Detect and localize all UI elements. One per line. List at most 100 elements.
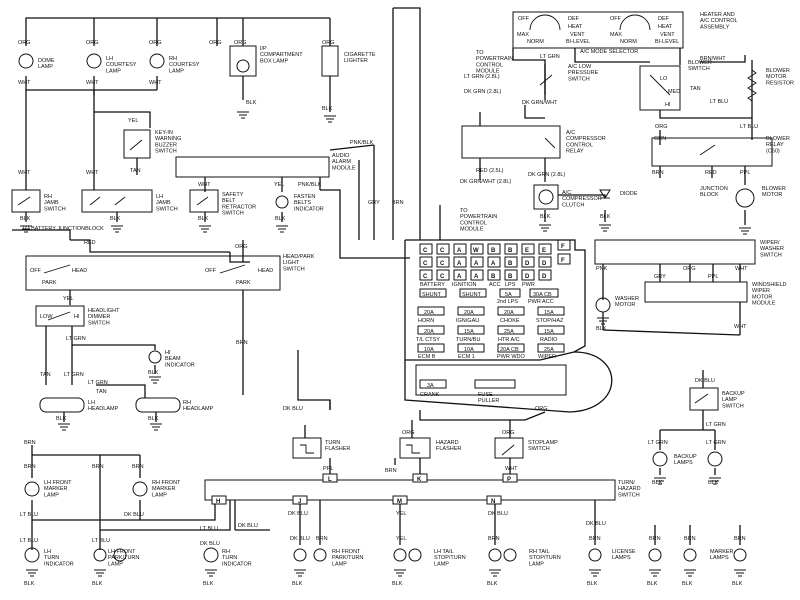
wire-blk-ip: BLK bbox=[246, 100, 257, 106]
wire-blk-rh-hl: BLK bbox=[148, 416, 159, 422]
rh-tail-lamp-a-icon bbox=[488, 548, 502, 562]
fuse-label-acc: ACC bbox=[489, 282, 501, 288]
fuse-11-amp: 25A bbox=[544, 347, 554, 353]
rh-headlamp-body bbox=[135, 397, 181, 413]
fuse-6-name: HTR A/C bbox=[498, 337, 520, 343]
cell-c-6: C bbox=[440, 274, 445, 280]
wire-tan-1: TAN bbox=[40, 372, 51, 378]
turn-hazard-switch-box bbox=[204, 479, 616, 501]
wire-wht-1: WHT bbox=[18, 80, 31, 86]
wire-org-4: ORG bbox=[209, 40, 222, 46]
wire-org-12: ORG bbox=[683, 266, 696, 272]
fuse-1-amp: 20A bbox=[464, 310, 474, 316]
fuse-5-amp: 15A bbox=[464, 329, 474, 335]
pos-def-1: DEF bbox=[568, 16, 580, 22]
wire-org-3: ORG bbox=[149, 40, 162, 46]
wire-blk-b10: BLK bbox=[732, 581, 743, 587]
wire-dk-blu-1: DK BLU bbox=[283, 406, 303, 412]
shunt-2: SHUNT bbox=[462, 292, 482, 298]
wire-brn-5: BRN bbox=[24, 464, 36, 470]
cell-f-2: F bbox=[561, 258, 565, 264]
wire-brn-12: BRN bbox=[684, 536, 696, 542]
cell-f-1: F bbox=[561, 244, 565, 250]
cell-e-1: E bbox=[525, 248, 529, 254]
wire-dk-grn-28: DK GRN (2.8L) bbox=[464, 89, 501, 95]
wire-blk-hi-beam: BLK bbox=[148, 370, 159, 376]
wire-blk-b8: BLK bbox=[647, 581, 658, 587]
wire-brn-11: BRN bbox=[649, 536, 661, 542]
wire-wht-2: WHT bbox=[86, 80, 99, 86]
switch-symbols bbox=[17, 14, 757, 456]
connector-j: J bbox=[298, 499, 301, 505]
connector-m: M bbox=[397, 499, 402, 505]
wire-red-25: RED (2.5L) bbox=[476, 168, 504, 174]
wire-blk-washer: BLK bbox=[596, 326, 607, 332]
fuse-2-amp: 20A bbox=[504, 310, 514, 316]
hi-beam-indicator-icon bbox=[148, 350, 162, 364]
wire-blk-b1: BLK bbox=[24, 581, 35, 587]
wire-org-8: ORG bbox=[402, 430, 415, 436]
wire-org-7: ORG bbox=[235, 244, 248, 250]
wire-org-11: ORG bbox=[655, 124, 668, 130]
wire-org-6: ORG bbox=[322, 40, 335, 46]
wire-lt-blu-4: LT BLU bbox=[200, 526, 218, 532]
shunt-1: SHUNT bbox=[422, 292, 442, 298]
cell-c-5: C bbox=[423, 274, 428, 280]
lh-front-marker-lamp-icon bbox=[24, 481, 40, 497]
wire-blk-b6: BLK bbox=[487, 581, 498, 587]
pos-med: MED bbox=[668, 89, 680, 95]
cell-b-3: B bbox=[508, 261, 513, 267]
wire-blk-b4: BLK bbox=[292, 581, 303, 587]
rh-courtesy-lamp-icon bbox=[149, 53, 165, 69]
wire-yel-4: YEL bbox=[396, 536, 406, 542]
rh-front-park-turn-lamp-a-icon bbox=[293, 548, 307, 562]
rh-front-marker-lamp-icon bbox=[132, 481, 148, 497]
wire-yel-2: YEL bbox=[63, 296, 73, 302]
wire-yel-1: YEL bbox=[274, 182, 284, 188]
pos-vent-1: VENT bbox=[570, 32, 585, 38]
lh-tail-lamp-a-icon bbox=[393, 548, 407, 562]
lh-courtesy-lamp-icon bbox=[86, 53, 102, 69]
rh-front-park-turn-lamp-b-icon bbox=[313, 548, 327, 562]
pos-heat-1: HEAT bbox=[568, 24, 583, 30]
diode-icon bbox=[599, 189, 611, 199]
label-ac-mode-selector: A/C MODE SELECTOR bbox=[580, 49, 638, 55]
wire-blk-diode: BLK bbox=[600, 214, 611, 220]
wire-brn-8: BRN bbox=[316, 536, 328, 542]
pos-hi-dimmer: HI bbox=[74, 314, 80, 320]
label-to-battery-junction-block: TO BATTERY JUNCTIONBLOCK bbox=[22, 226, 104, 232]
wire-blk-bu-2: BLK bbox=[708, 480, 719, 486]
fuse-crank-amp: 3A bbox=[427, 383, 434, 389]
cell-d-3: D bbox=[525, 274, 530, 280]
wire-grn: GRN bbox=[654, 136, 666, 142]
cell-d-1: D bbox=[525, 261, 530, 267]
switch-positions: OFF HEAD PARK OFF HEAD PARK LOW HI bbox=[30, 268, 273, 320]
wire-lt-grn-1: LT GRN bbox=[66, 336, 86, 342]
wire-ppl-3: PPL bbox=[708, 274, 718, 280]
blower-motor-icon bbox=[735, 188, 755, 208]
wire-brn-6: BRN bbox=[92, 464, 104, 470]
wire-dk-grn-1: DK BLU bbox=[488, 511, 508, 517]
wire-dk-grn-wht-28: DK GRN/WHT (2.8L) bbox=[460, 179, 511, 185]
wire-tan-3: TAN bbox=[690, 86, 701, 92]
pos-norm-2: NORM bbox=[620, 39, 637, 45]
pos-head-head-switch: HEAD bbox=[72, 268, 87, 274]
wire-lt-grn-4: LT GRN bbox=[648, 440, 668, 446]
fuse-30a-cb: 30A CB bbox=[533, 292, 552, 298]
fuse-8-name: ECM B bbox=[418, 354, 436, 360]
wiring-lines bbox=[11, 7, 773, 550]
cell-w-1: W bbox=[473, 248, 479, 254]
